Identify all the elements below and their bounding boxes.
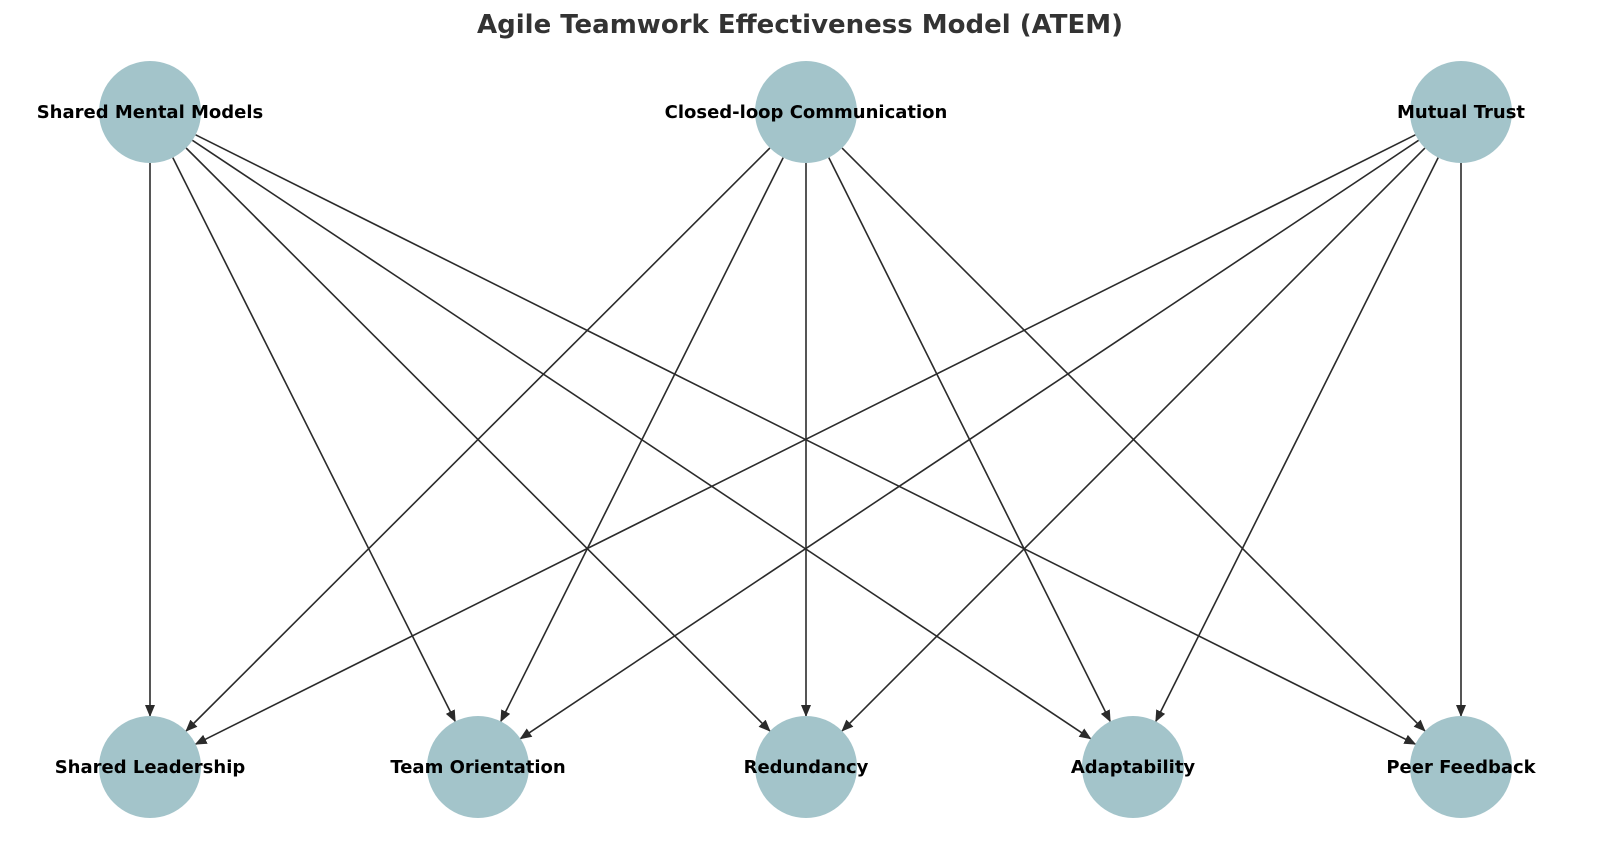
node-label: Adaptability — [1071, 757, 1196, 778]
node-team-orientation: Team Orientation — [390, 716, 566, 818]
node-label: Mutual Trust — [1397, 102, 1525, 123]
edge-arrow-mt-to-red — [841, 147, 1426, 732]
node-label: Team Orientation — [390, 757, 565, 778]
node-circle — [755, 716, 857, 818]
node-closed-loop-communication: Closed-loop Communication — [665, 61, 948, 163]
node-label: Redundancy — [744, 757, 869, 778]
edges-layer — [145, 134, 1466, 745]
node-peer-feedback: Peer Feedback — [1386, 716, 1537, 818]
edge-arrow-smm-to-to — [172, 157, 456, 723]
node-circle — [427, 716, 529, 818]
edge-arrow-mt-to-to — [519, 139, 1420, 740]
node-circle — [755, 61, 857, 163]
node-adaptability: Adaptability — [1071, 716, 1196, 818]
node-circle — [1410, 716, 1512, 818]
node-label: Shared Mental Models — [37, 102, 264, 123]
node-circle — [99, 61, 201, 163]
node-circle — [1082, 716, 1184, 818]
edge-arrow-mt-to-ada — [1155, 157, 1439, 723]
node-shared-leadership: Shared Leadership — [55, 716, 246, 818]
diagram-title: Agile Teamwork Effectiveness Model (ATEM… — [477, 10, 1123, 40]
node-circle — [99, 716, 201, 818]
node-label: Peer Feedback — [1386, 757, 1536, 778]
edge-arrow-clc-to-sl — [185, 147, 771, 732]
node-mutual-trust: Mutual Trust — [1397, 61, 1525, 163]
edge-arrow-mt-to-sl — [194, 134, 1416, 745]
edge-arrow-clc-to-to — [500, 157, 784, 723]
node-redundancy: Redundancy — [744, 716, 869, 818]
node-shared-mental-models: Shared Mental Models — [37, 61, 264, 163]
node-circle — [1410, 61, 1512, 163]
node-label: Shared Leadership — [55, 757, 246, 778]
node-label: Closed-loop Communication — [665, 102, 948, 123]
